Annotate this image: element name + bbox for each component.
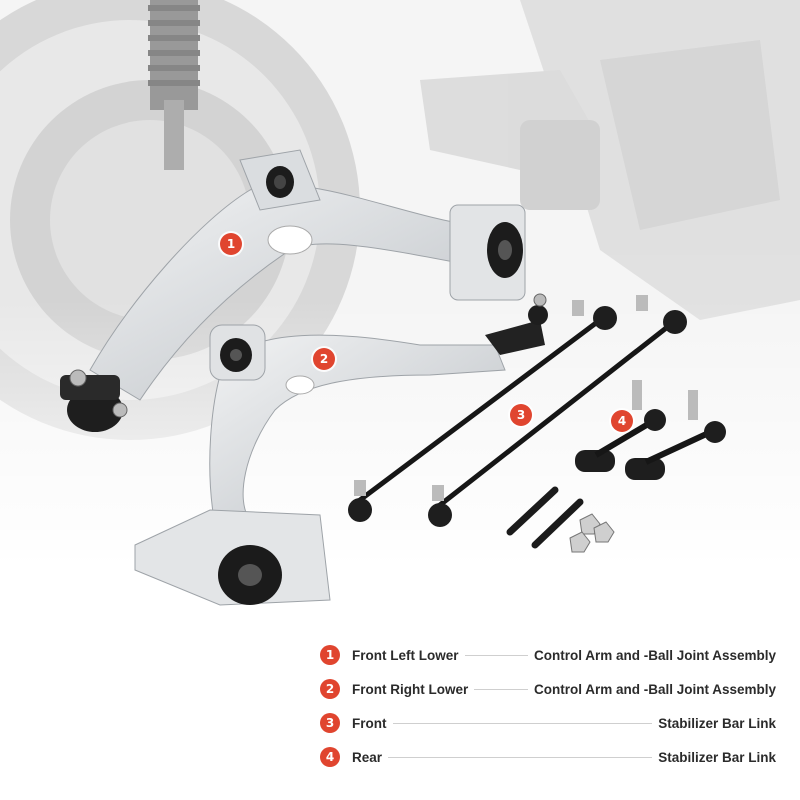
- part-name: Stabilizer Bar Link: [658, 749, 776, 765]
- ball-joint-2: [485, 293, 548, 355]
- number-badge: 1: [320, 645, 340, 665]
- legend-row-4: 4 Rear Stabilizer Bar Link: [320, 740, 776, 774]
- part-position: Rear: [352, 749, 383, 765]
- number-badge: 2: [320, 679, 340, 699]
- parts-legend: 1 Front Left Lower Control Arm and -Ball…: [320, 638, 776, 774]
- part-position: Front: [352, 715, 387, 731]
- part-name: Control Arm and -Ball Joint Assembly: [533, 647, 776, 663]
- leader-line: [464, 654, 528, 656]
- legend-row-2: 2 Front Right Lower Control Arm and -Bal…: [320, 672, 776, 706]
- callout-1: 1: [220, 233, 242, 255]
- control-arm-2: [134, 293, 548, 606]
- control-arm-1: [60, 149, 526, 432]
- callout-4: 4: [611, 410, 633, 432]
- rear-stabilizer-links: [575, 380, 726, 480]
- ball-joint-1: [60, 369, 128, 432]
- part-position: Front Left Lower: [352, 647, 459, 663]
- legend-row-3: 3 Front Stabilizer Bar Link: [320, 706, 776, 740]
- callout-3: 3: [510, 404, 532, 426]
- front-stabilizer-links: [348, 295, 687, 527]
- leader-line: [392, 722, 653, 724]
- leader-line: [474, 688, 528, 690]
- legend-row-1: 1 Front Left Lower Control Arm and -Ball…: [320, 638, 776, 672]
- number-badge: 3: [320, 713, 340, 733]
- hardware-bolts: [506, 486, 615, 553]
- leader-line: [388, 756, 653, 758]
- part-name: Control Arm and -Ball Joint Assembly: [533, 681, 776, 697]
- background-chassis: [420, 0, 800, 320]
- part-position: Front Right Lower: [352, 681, 469, 697]
- callout-2: 2: [313, 348, 335, 370]
- number-badge: 4: [320, 747, 340, 767]
- part-name: Stabilizer Bar Link: [658, 715, 776, 731]
